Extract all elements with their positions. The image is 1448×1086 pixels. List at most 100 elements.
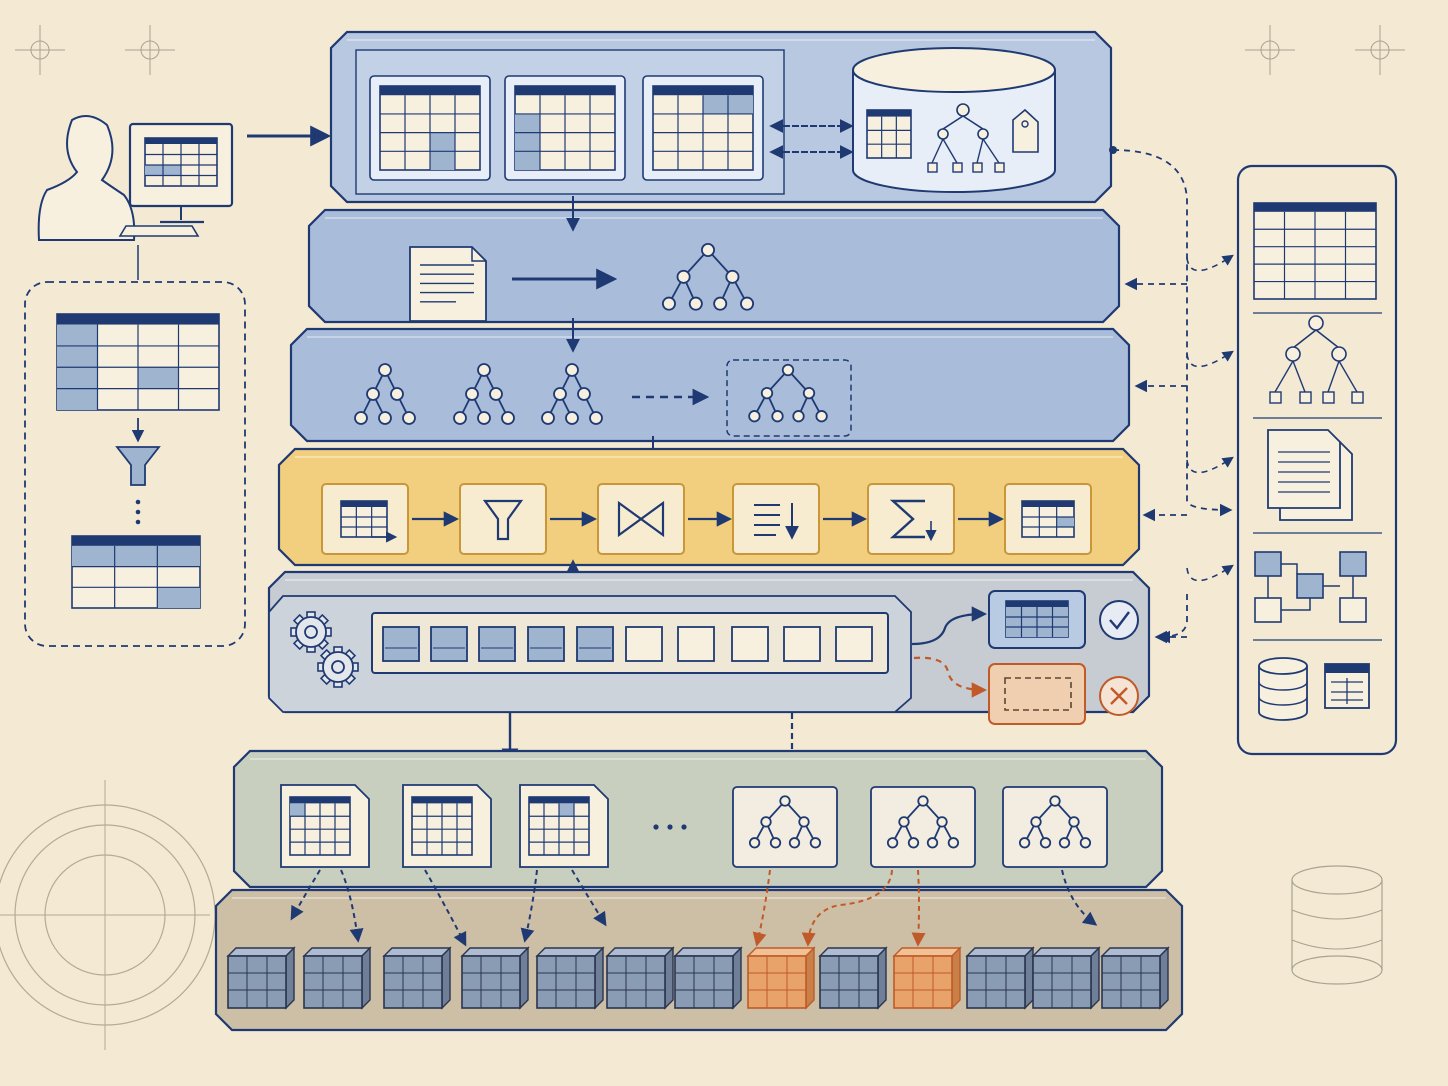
optimized-tree-icon [748,363,828,423]
scan-icon [321,483,409,555]
funnel-icon [115,446,161,486]
failure-output-box [988,663,1086,725]
document-icon [1267,429,1353,521]
tree-card [732,786,838,868]
database-icon [852,47,1056,193]
storage-mapping-arrow [911,869,926,947]
gear-icon [290,611,332,653]
tree-icon [748,795,822,849]
ellipsis-dot [135,509,141,515]
connector-dot [1109,146,1117,154]
filter-icon [459,483,547,555]
block-icon [1100,946,1170,1010]
sort-icon [732,483,820,555]
table-file-icon [402,784,492,868]
syntax-tree-icon [661,242,755,311]
block-icon [460,946,530,1010]
monitor-icon [118,122,234,237]
ellipsis-dot [653,824,659,830]
hierarchy-icon [927,103,1005,173]
block-icon [673,946,743,1010]
ellipsis-dot [681,824,687,830]
queue-cell-empty [731,626,769,662]
tree-icon [541,363,603,425]
background-sketch [0,25,1405,1050]
metadata-link-arrow [1186,350,1234,368]
metadata-link-arrow [1112,149,1233,517]
storage-mapping-arrow [520,869,538,943]
tag-icon [1012,108,1039,153]
layer-scheduler [267,570,1151,725]
block-icon [965,946,1035,1010]
block-icon [1031,946,1101,1010]
table-file-icon [519,784,609,868]
table-icon [514,85,616,171]
queue-cell-filled [478,626,516,662]
tree-icon [1018,795,1092,849]
query-panel [24,281,246,647]
sketch-cylinder-icon [1291,865,1383,985]
tree-card [870,786,976,868]
queue-cell-filled [382,626,420,662]
layer-optimize [289,327,1131,443]
table-icon [1253,202,1377,300]
scan-table [340,500,388,538]
metadata-link-arrow [1186,564,1234,582]
block-icon [382,946,452,1010]
metadata-link-arrow [1186,456,1234,474]
result-table-icon [71,535,201,609]
block-icon [535,946,605,1010]
ellipsis-dot [667,824,673,830]
layer-storage-blocks [214,888,1184,1032]
success-path-arrow [911,606,988,646]
metadata-link-arrow [1157,594,1188,644]
queue-cell-filled [430,626,468,662]
storage-mapping-arrow [290,869,321,921]
optimized-plan-box [726,359,852,437]
queue-cell-empty [835,626,873,662]
layer-parse [307,208,1121,324]
tree-icon [354,363,416,425]
queue-cell-filled [576,626,614,662]
storage-mapping-arrow [424,869,467,947]
failure-path-arrow [913,656,988,698]
database-icon [1258,657,1308,721]
file-table [289,796,351,856]
aggregate-icon [867,483,955,555]
storage-mapping-arrow [340,869,364,943]
storage-mapping-arrow [1061,869,1098,926]
block-icon [818,946,888,1010]
failure-x-icon [1099,676,1139,716]
monitor-table-icon [144,137,218,187]
form-icon [1324,663,1370,709]
block-icon [226,946,296,1010]
metadata-panel [1236,164,1398,756]
flowchart-icon [1254,551,1367,623]
success-table-icon [1005,600,1069,638]
queue-cell-empty [625,626,663,662]
block-icon [302,946,372,1010]
tree-icon [453,363,515,425]
table-icon [379,85,481,171]
ellipsis-dot [135,519,141,525]
output-table [1021,500,1075,538]
layer-storage-files [232,749,1164,889]
keyboard-icon [118,225,200,237]
storage-mapping-arrow [752,869,771,947]
layer-execution-pipeline [277,447,1141,567]
result-table-icon [1004,483,1092,555]
file-table [528,796,590,856]
tree-card [1002,786,1108,868]
empty-result-box [1004,677,1072,711]
join-icon [597,483,685,555]
source-table-icon [56,313,220,411]
queue-cell-filled [527,626,565,662]
metadata-link-arrow [1186,254,1234,272]
table-file-icon [280,784,370,868]
tree-icon [886,795,960,849]
queue-cell-empty [783,626,821,662]
user-icon [37,115,136,241]
document-icon [409,246,487,322]
